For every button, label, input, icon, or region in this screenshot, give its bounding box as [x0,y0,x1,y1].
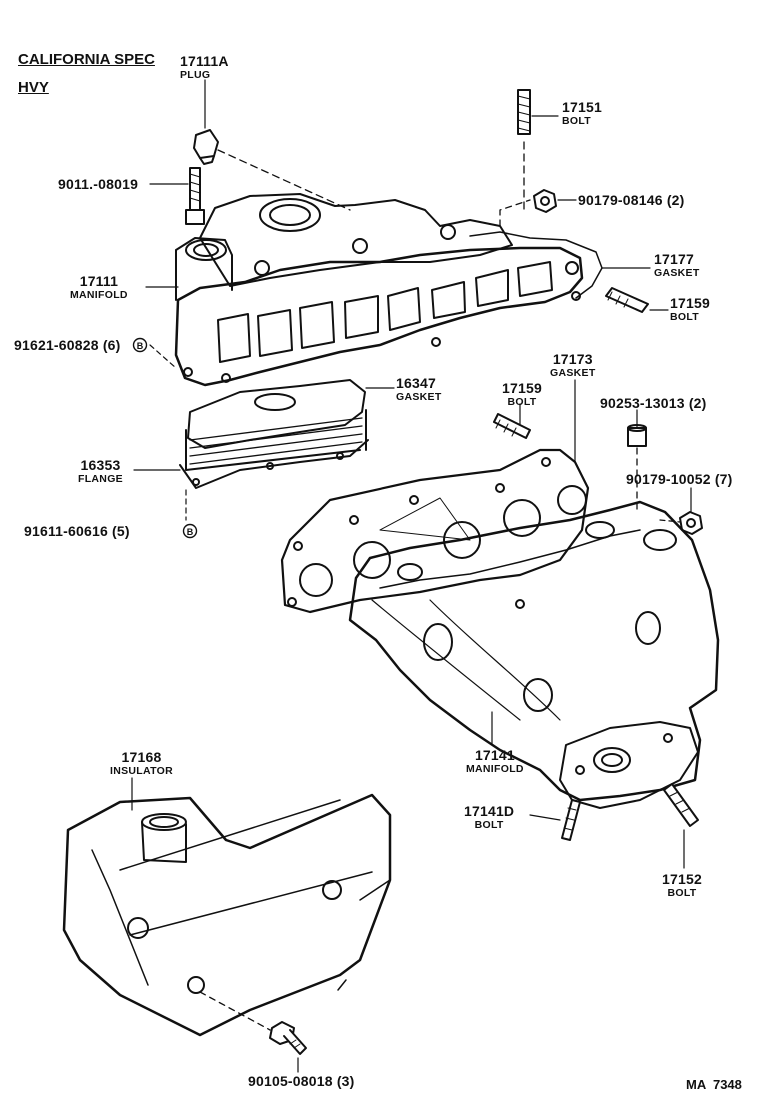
part-number: 17173 [552,351,593,367]
bolt-17152-drawing [663,783,699,827]
part-label-9011-08019: 9011.-08019 [58,176,139,192]
stud-17159-mid-drawing [493,413,531,439]
part-label-17159-right: 17159 BOLT [670,296,710,323]
header-variant: HVY [18,79,49,96]
stud-17159-right-drawing [605,287,649,313]
part-number: 17177 [654,251,694,267]
part-label-91621-60828: 91621-60828 (6) [14,337,121,353]
part-desc: FLANGE [78,473,123,485]
part-number: 17159 [502,380,542,396]
part-number: 17111 [79,273,119,289]
part-desc: BOLT [670,311,699,323]
gasket-17177-drawing [469,231,603,299]
part-label-16353: 16353 FLANGE [78,458,123,485]
part-desc: GASKET [396,391,442,403]
part-label-91611-60616: 91611-60616 (5) [24,523,130,539]
svg-text:B: B [187,527,194,537]
gasket-17173-drawing [280,448,590,614]
nut-90179-08146-drawing [533,189,557,213]
drawing-reference: MA 7348 [686,1077,742,1092]
bolt-17141d-drawing [561,799,581,841]
part-desc: INSULATOR [110,765,173,777]
exhaust-manifold-drawing [348,500,720,809]
part-label-16347: 16347 GASKET [396,376,442,403]
part-label-90179-08146: 90179-08146 (2) [578,192,685,208]
part-desc: BOLT [562,115,591,127]
part-label-17152: 17152 BOLT [662,872,702,899]
part-number: 17141 [474,747,515,763]
header-spec: CALIFORNIA SPEC [18,51,155,68]
part-desc: PLUG [180,69,211,81]
part-label-17111a: 17111A PLUG [180,54,229,81]
part-label-17168: 17168 INSULATOR [110,750,173,777]
insulator-17168-drawing [62,793,392,1037]
part-number: 17111A [180,53,229,69]
part-label-17177: 17177 GASKET [654,252,700,279]
part-label-90105-08018: 90105-08018 (3) [248,1073,355,1089]
part-label-17111: 17111 MANIFOLD [70,274,128,301]
svg-text:B: B [137,341,144,351]
part-number: 17159 [670,295,710,311]
part-desc: GASKET [654,267,700,279]
part-desc: MANIFOLD [466,763,524,775]
intake-manifold-drawing [174,193,584,387]
part-label-17173: 17173 GASKET [550,352,596,379]
part-number: 17152 [662,871,702,887]
part-label-17159-mid: 17159 BOLT [502,381,542,408]
part-desc: BOLT [507,396,537,408]
stud-17151-drawing [517,89,531,135]
part-desc: BOLT [474,819,504,831]
part-number: 17168 [121,749,162,765]
part-label-90253-13013: 90253-13013 (2) [600,395,707,411]
part-number: 16347 [396,375,436,391]
bolt-90105-drawing [269,1021,307,1055]
part-label-17151: 17151 BOLT [562,100,602,127]
part-label-17141: 17141 MANIFOLD [466,748,524,775]
b-marker-icon: B [132,337,148,353]
bolt-9011-drawing [185,167,205,225]
part-desc: MANIFOLD [70,289,128,301]
b-marker-icon: B [182,523,198,539]
part-number: 16353 [80,457,121,473]
gasket-flange-drawing [179,379,369,489]
part-number: 17141D [464,803,515,819]
part-number: 17151 [562,99,602,115]
part-desc: BOLT [667,887,697,899]
part-label-17141d: 17141D BOLT [464,804,514,831]
part-label-90179-10052: 90179-10052 (7) [626,471,733,487]
plug-17111a-drawing [193,129,219,165]
part-desc: GASKET [550,367,596,379]
